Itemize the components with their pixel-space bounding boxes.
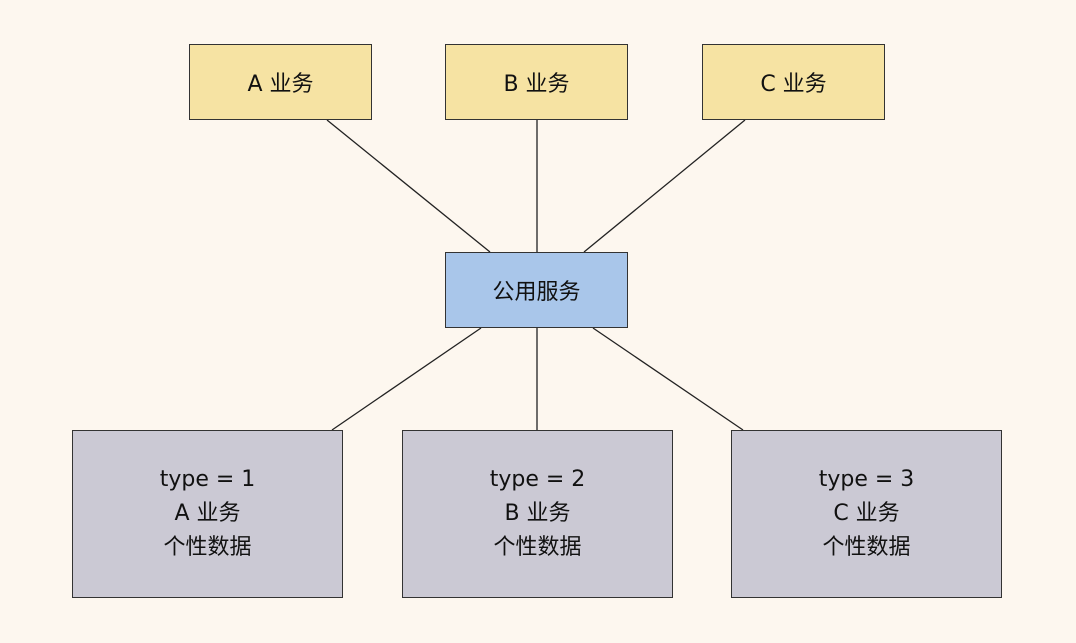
connector-c-to-service [583,119,746,253]
data-box-c-type: type = 3 [818,467,915,492]
data-box-b-data: 个性数据 [493,535,582,560]
connector-service-to-data-c [592,327,744,431]
business-box-b-label: B 业务 [503,72,570,97]
business-box-a: A 业务 [189,44,372,120]
data-box-b-business: B 业务 [504,501,571,526]
shared-service-box: 公用服务 [445,252,628,328]
business-box-a-label: A 业务 [247,72,314,97]
data-box-c: type = 3 C 业务 个性数据 [731,430,1002,598]
data-box-a-type: type = 1 [159,467,256,492]
business-box-c: C 业务 [702,44,885,120]
data-box-c-data: 个性数据 [822,535,911,560]
business-box-c-label: C 业务 [760,72,827,97]
connector-a-to-service [326,119,491,253]
data-box-c-business: C 业务 [833,501,900,526]
data-box-a: type = 1 A 业务 个性数据 [72,430,343,598]
data-box-b: type = 2 B 业务 个性数据 [402,430,673,598]
connector-service-to-data-a [331,327,482,431]
data-box-a-data: 个性数据 [163,535,252,560]
data-box-b-type: type = 2 [489,467,586,492]
shared-service-label: 公用服务 [492,280,581,305]
data-box-a-business: A 业务 [174,501,241,526]
business-box-b: B 业务 [445,44,628,120]
